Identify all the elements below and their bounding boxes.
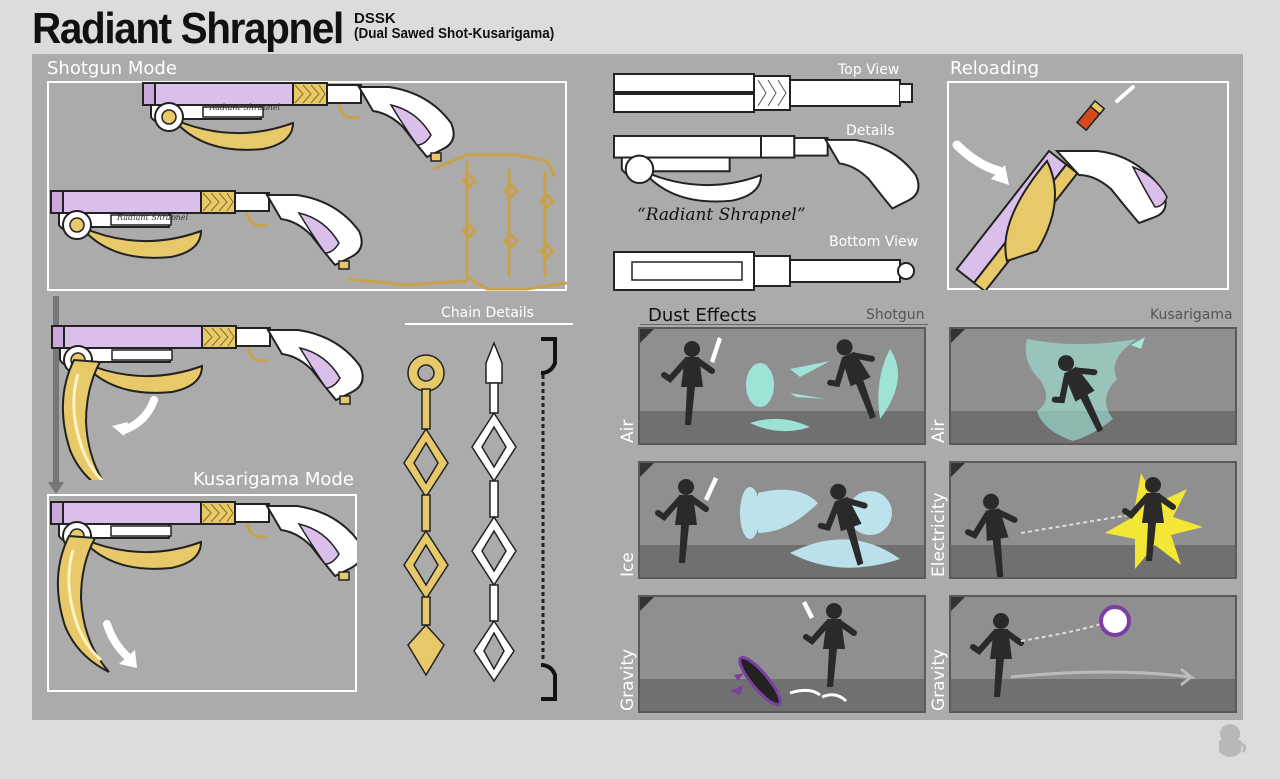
dust-row-label-kusarigama-air: Air	[929, 419, 949, 443]
dust-panel-shotgun-air	[638, 327, 926, 445]
bottom-view-illustration	[613, 251, 915, 291]
dust-row-label-kusarigama-gravity: Gravity	[929, 648, 949, 711]
dust-panel-shotgun-gravity	[638, 595, 926, 713]
dust-panel-shotgun-ice	[638, 461, 926, 579]
model-code: DSSK	[354, 10, 396, 27]
chain-details-illustration	[403, 337, 557, 701]
engraved-plate-lower: Radiant Shrapnel	[117, 213, 189, 222]
reloading-frame	[947, 81, 1229, 290]
dust-row-label-shotgun-gravity: Gravity	[618, 648, 638, 711]
kusarigama-mode-label: Kusarigama Mode	[193, 469, 354, 490]
shotgun-mode-frame: Radiant Shrapnel Radiant Shrapnel	[47, 81, 567, 291]
shotgun-upper-illustration	[141, 81, 456, 163]
top-view-illustration	[613, 73, 913, 113]
dust-panel-kusarigama-air	[949, 327, 1237, 445]
bottom-view-label: Bottom View	[829, 234, 919, 250]
kusarigama-mode-frame	[47, 494, 357, 692]
shotgun-mode-label: Shotgun Mode	[47, 58, 177, 79]
kusarigama-gun-illustration	[49, 500, 357, 582]
details-label: Details	[846, 123, 895, 139]
reloading-label: Reloading	[950, 58, 1040, 79]
dust-kusarigama-column-label: Kusarigama	[1150, 307, 1233, 323]
dust-shotgun-column-label: Shotgun	[866, 307, 925, 323]
chain-details-rule	[405, 323, 573, 325]
dust-rule	[640, 324, 928, 325]
dust-panel-kusarigama-gravity	[949, 595, 1237, 713]
engraving-caption: “Radiant Shrapnel”	[637, 205, 806, 225]
dust-row-label-shotgun-air: Air	[618, 419, 638, 443]
dust-row-label-shotgun-ice: Ice	[618, 552, 638, 577]
page-title: Radiant Shrapnel	[32, 4, 344, 53]
transition-arrow-line	[53, 296, 59, 486]
details-illustration	[613, 135, 920, 210]
dust-effects-heading: Dust Effects	[648, 305, 757, 326]
connecting-chain	[346, 153, 567, 291]
shotgun-lower-illustration	[49, 189, 364, 271]
dust-row-label-kusarigama-electricity: Electricity	[929, 492, 949, 577]
artist-logo-icon	[1219, 724, 1247, 757]
top-view-label: Top View	[838, 62, 900, 78]
engraved-plate-upper: Radiant Shrapnel	[209, 103, 281, 112]
transition-arrow-head	[48, 482, 64, 494]
page-subtitle: (Dual Sawed Shot-Kusarigama)	[354, 25, 555, 42]
chain-details-label: Chain Details	[441, 305, 534, 321]
dust-panel-kusarigama-electricity	[949, 461, 1237, 579]
transition-illustration	[50, 324, 365, 480]
